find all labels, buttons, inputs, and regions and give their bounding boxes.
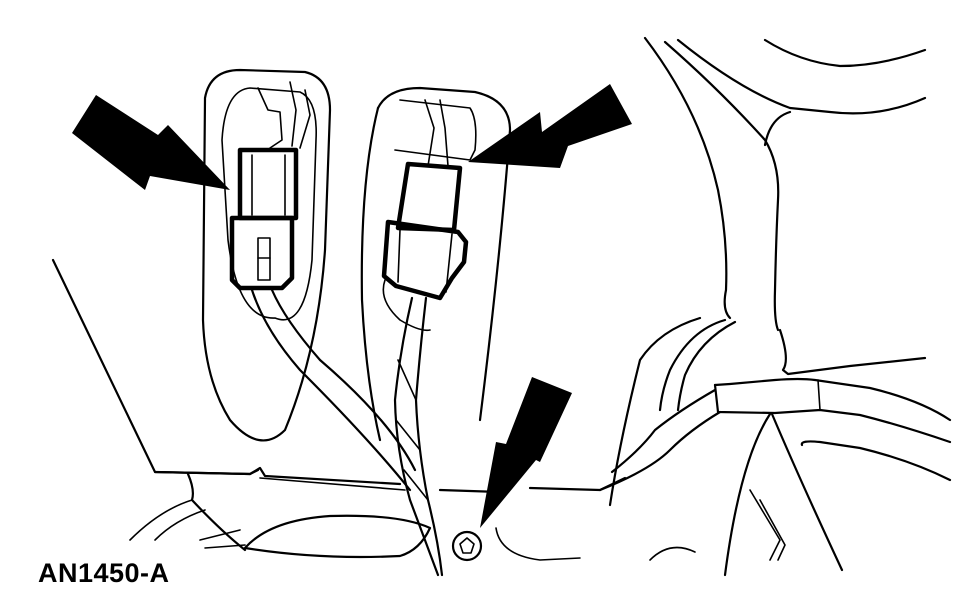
left-cable	[250, 288, 417, 492]
right-cable	[393, 296, 444, 577]
screw	[451, 530, 483, 562]
left-connector	[229, 81, 311, 291]
lower-structure	[129, 466, 627, 561]
arrow-right-connector	[468, 84, 632, 168]
steering-column-structure	[598, 36, 952, 577]
figure-id-label: AN1450-A	[38, 558, 170, 588]
arrow-screw	[480, 377, 572, 528]
arrow-left-connector	[72, 95, 230, 190]
right-connector	[381, 99, 469, 301]
